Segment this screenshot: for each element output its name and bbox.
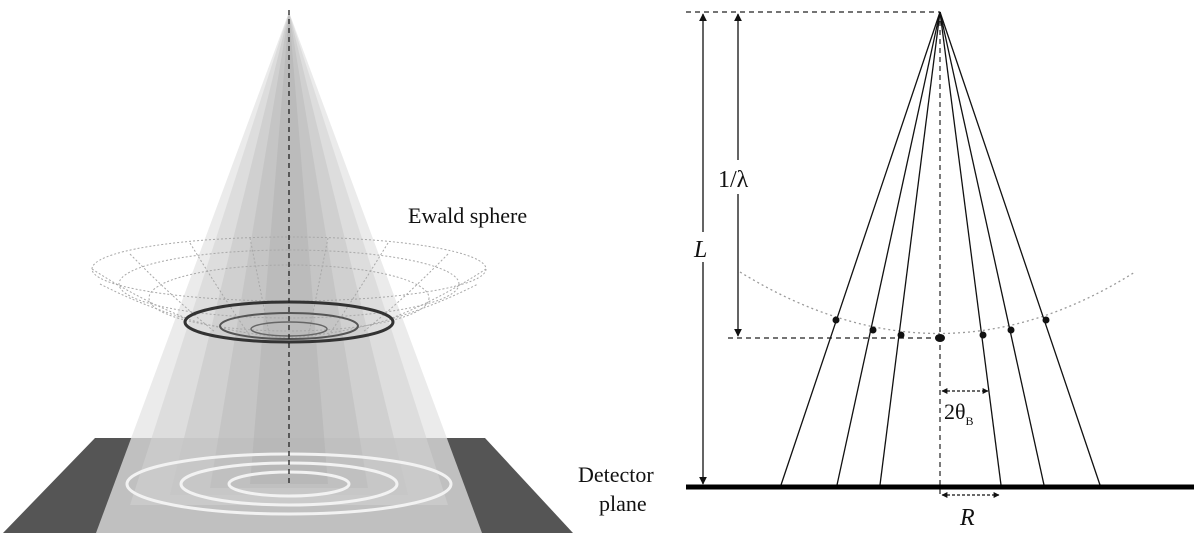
angle-label: 2θB [944, 399, 974, 428]
diffracted-rays [780, 11, 1101, 486]
ewald-arc [739, 271, 1136, 335]
detector-label-line1: Detector [578, 462, 654, 487]
radius-label: R [959, 505, 975, 531]
ewald-sphere-label: Ewald sphere [408, 203, 527, 228]
wavelength-label: 1/λ [718, 167, 749, 193]
left-3d-panel: Ewald sphere [3, 10, 573, 533]
length-label: L [693, 237, 707, 263]
reflection-points [832, 316, 1050, 342]
ewald-sphere-mesh [91, 236, 487, 339]
right-geometry-panel: 1/λ L 2θB [578, 11, 1194, 531]
detector-label-line2: plane [599, 491, 647, 516]
